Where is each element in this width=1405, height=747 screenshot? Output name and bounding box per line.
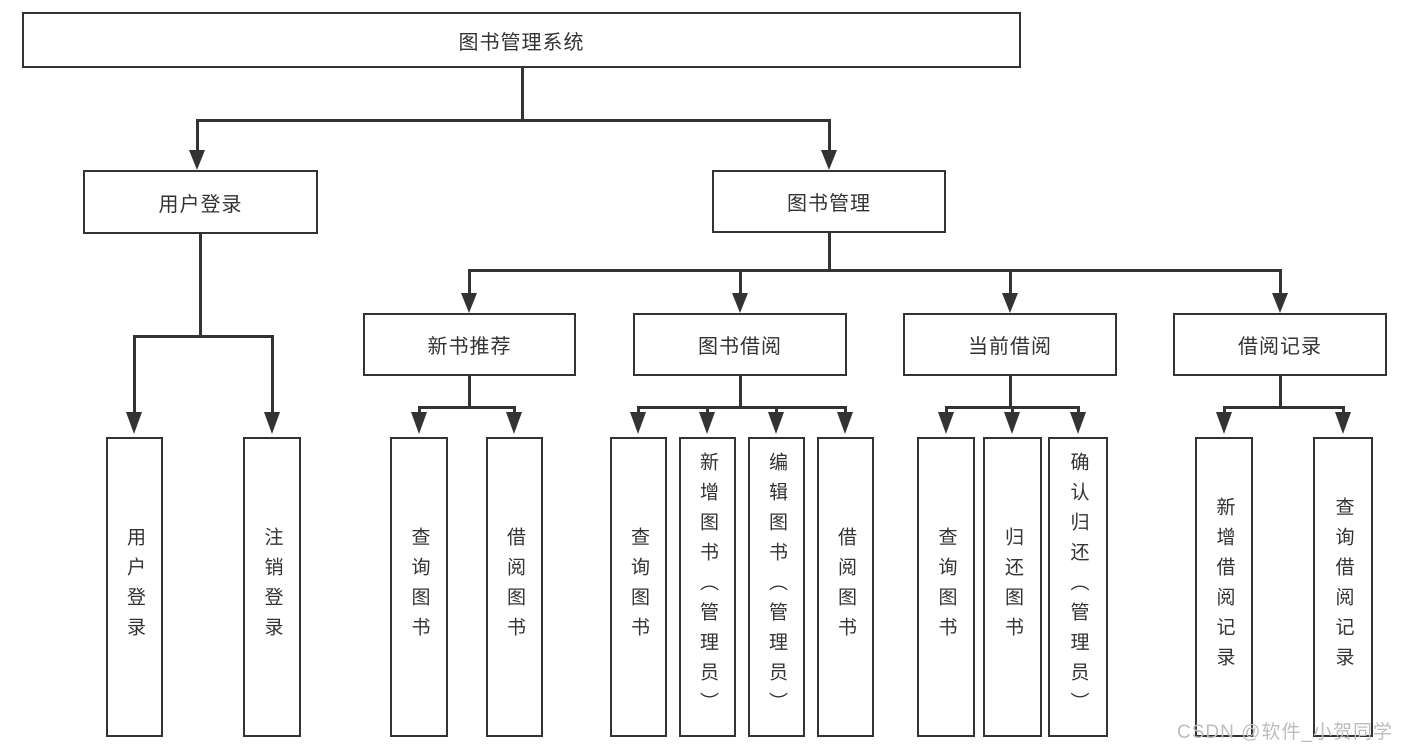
leaf-edit-books-admin: 编辑图书（管理员） (748, 437, 805, 737)
connector-drop (739, 269, 742, 295)
node-book-borrow-label: 图书借阅 (698, 336, 782, 358)
arrowhead-down-icon (189, 150, 205, 170)
leaf-label: 归还图书 (1002, 527, 1023, 647)
connector-drop (271, 335, 274, 412)
arrowhead-down-icon (126, 412, 142, 434)
connector-mgmt-stem (828, 233, 831, 272)
connector-drop (1011, 406, 1014, 414)
arrowhead-down-icon (506, 412, 522, 434)
connector-records-bar (1223, 406, 1345, 409)
leaf-label: 查询图书 (628, 527, 649, 647)
arrowhead-down-icon (1002, 293, 1018, 313)
leaf-label: 查询图书 (408, 527, 430, 647)
node-new-books-label: 新书推荐 (427, 336, 512, 358)
leaf-add-books-admin: 新增图书（管理员） (679, 437, 736, 737)
leaf-user-login-label: 用户登录 (124, 527, 145, 647)
arrowhead-down-icon (938, 412, 954, 434)
leaf-label: 确认归还（管理员） (1067, 452, 1089, 722)
connector-drop (1279, 269, 1282, 295)
leaf-label: 查询借阅记录 (1332, 497, 1354, 677)
connector-drop (1077, 406, 1080, 414)
arrowhead-down-icon (1004, 412, 1020, 434)
connector-drop (1342, 406, 1345, 414)
leaf-borrow-books: 借阅图书 (817, 437, 874, 737)
connector-drop (706, 406, 709, 414)
leaf-borrow-books-recommend: 借阅图书 (486, 437, 543, 737)
arrowhead-down-icon (630, 412, 646, 434)
arrowhead-down-icon (1216, 412, 1232, 434)
node-book-mgmt-label: 图书管理 (787, 193, 871, 215)
leaf-query-books-recommend: 查询图书 (390, 437, 448, 737)
arrowhead-down-icon (837, 412, 853, 434)
connector-drop (133, 335, 136, 412)
connector-drop (513, 406, 516, 414)
connector-bookborrow-stem (739, 376, 742, 409)
leaf-label: 查询图书 (935, 527, 957, 647)
node-new-books: 新书推荐 (363, 313, 576, 376)
leaf-logout-login-label: 注销登录 (261, 527, 283, 647)
leaf-query-borrow-record: 查询借阅记录 (1313, 437, 1373, 737)
connector-drop (1223, 406, 1226, 414)
connector-user-bar (133, 335, 274, 338)
leaf-logout-login: 注销登录 (243, 437, 301, 737)
leaf-add-borrow-record: 新增借阅记录 (1195, 437, 1253, 737)
arrowhead-down-icon (1335, 412, 1351, 434)
arrowhead-down-icon (699, 412, 715, 434)
leaf-query-books-borrow: 查询图书 (610, 437, 667, 737)
connector-newbooks-bar (418, 406, 516, 409)
connector-drop (418, 406, 421, 414)
leaf-user-login: 用户登录 (106, 437, 163, 737)
connector-root-stem (521, 67, 524, 121)
leaf-return-books: 归还图书 (983, 437, 1042, 737)
connector-current-stem (1009, 376, 1012, 409)
arrowhead-down-icon (1070, 412, 1086, 434)
connector-drop (945, 406, 948, 414)
arrowhead-down-icon (768, 412, 784, 434)
leaf-label: 借阅图书 (504, 527, 525, 647)
leaf-label: 借阅图书 (835, 527, 856, 647)
connector-newbooks-stem (468, 376, 471, 409)
arrowhead-down-icon (821, 150, 837, 170)
connector-drop (1009, 269, 1012, 295)
node-current-borrow: 当前借阅 (903, 313, 1117, 376)
connector-root-bar (196, 119, 831, 122)
connector-bookborrow-bar (637, 406, 847, 409)
leaf-label: 新增借阅记录 (1213, 497, 1235, 677)
leaf-label: 编辑图书（管理员） (766, 452, 787, 722)
arrowhead-down-icon (264, 412, 280, 434)
connector-drop (637, 406, 640, 414)
connector-drop (468, 269, 471, 295)
connector-drop (775, 406, 778, 414)
node-user-login-label: 用户登录 (158, 193, 243, 216)
node-borrow-records-label: 借阅记录 (1238, 336, 1322, 358)
arrowhead-down-icon (411, 412, 427, 434)
leaf-query-books-current: 查询图书 (917, 437, 975, 737)
arrowhead-down-icon (461, 293, 477, 313)
node-book-borrow: 图书借阅 (633, 313, 847, 376)
connector-user-stem (199, 234, 202, 338)
watermark: CSDN @软件_小贺同学 (1177, 722, 1393, 743)
connector-drop (844, 406, 847, 414)
leaf-confirm-return-admin: 确认归还（管理员） (1048, 437, 1108, 737)
node-book-mgmt: 图书管理 (712, 170, 946, 233)
node-current-borrow-label: 当前借阅 (968, 336, 1052, 358)
connector-drop-user (196, 119, 199, 151)
leaf-label: 新增图书（管理员） (697, 452, 718, 722)
connector-records-stem (1279, 376, 1282, 409)
node-user-login: 用户登录 (83, 170, 318, 234)
node-root: 图书管理系统 (22, 12, 1021, 68)
connector-mgmt-bar (468, 269, 1282, 272)
connector-drop-mgmt (828, 119, 831, 151)
node-borrow-records: 借阅记录 (1173, 313, 1387, 376)
node-root-label: 图书管理系统 (458, 31, 585, 54)
arrowhead-down-icon (732, 293, 748, 313)
arrowhead-down-icon (1272, 293, 1288, 313)
